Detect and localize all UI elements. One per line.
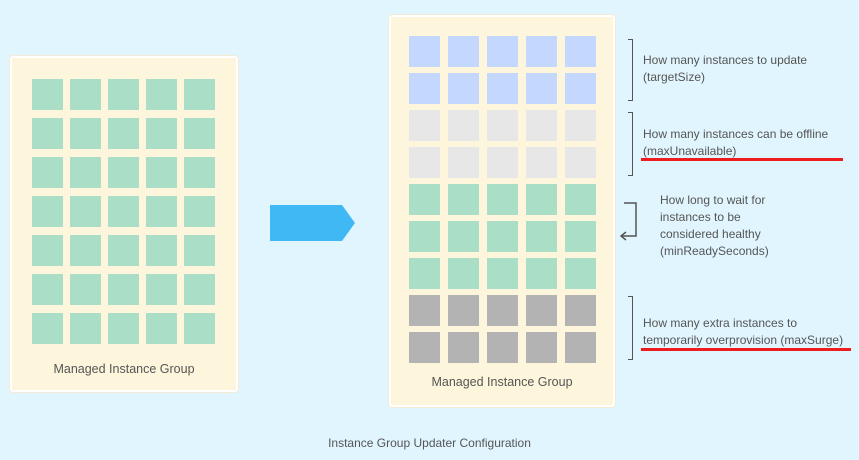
after-instance-healthy — [526, 184, 557, 215]
before-instance-healthy — [184, 274, 215, 305]
before-instance-healthy — [108, 274, 139, 305]
after-instance-surge — [526, 332, 557, 363]
before-instance-healthy — [108, 79, 139, 110]
before-instance-healthy — [146, 313, 177, 344]
before-instance-healthy — [70, 196, 101, 227]
after-instance-offline — [526, 147, 557, 178]
after-instance-surge — [448, 332, 479, 363]
max-unavailable-annotation: How many instances can be offline (maxUn… — [643, 127, 829, 158]
return-arrow-icon — [619, 202, 637, 241]
after-instance-healthy — [565, 258, 596, 289]
after-instance-healthy — [448, 258, 479, 289]
after-instance-surge — [565, 332, 596, 363]
max-surge-bracket — [628, 296, 633, 360]
before-instance-healthy — [70, 79, 101, 110]
before-instance-healthy — [108, 235, 139, 266]
after-instance-healthy — [487, 221, 518, 252]
max-unavailable-bracket — [628, 112, 633, 176]
before-instance-healthy — [108, 313, 139, 344]
after-instance-updating — [565, 36, 596, 67]
before-instance-healthy — [184, 79, 215, 110]
max-surge-annotation: How many extra instances to temporarily … — [643, 316, 844, 347]
panel-label-after: Managed Instance Group — [431, 375, 573, 389]
after-instance-offline — [565, 110, 596, 141]
after-instance-offline — [448, 110, 479, 141]
after-instance-updating — [487, 73, 518, 104]
min-ready-seconds-annotation: How long to wait for instances to be con… — [660, 193, 769, 258]
diagram-caption: Instance Group Updater Configuration — [328, 436, 531, 450]
after-instance-surge — [487, 295, 518, 326]
max-surge-highlight — [641, 348, 851, 351]
before-instance-healthy — [184, 118, 215, 149]
after-instance-surge — [487, 332, 518, 363]
after-instance-surge — [409, 295, 440, 326]
after-instance-updating — [448, 36, 479, 67]
before-instance-healthy — [32, 196, 63, 227]
after-instance-healthy — [526, 221, 557, 252]
after-instance-healthy — [448, 184, 479, 215]
before-instance-healthy — [70, 274, 101, 305]
after-instance-healthy — [409, 221, 440, 252]
after-instance-updating — [409, 36, 440, 67]
after-instance-updating — [526, 36, 557, 67]
after-instance-offline — [487, 147, 518, 178]
before-instance-healthy — [146, 118, 177, 149]
before-instance-healthy — [146, 274, 177, 305]
before-instance-healthy — [146, 235, 177, 266]
after-instance-updating — [448, 73, 479, 104]
transition-arrow-icon — [270, 205, 355, 241]
after-instance-updating — [526, 73, 557, 104]
after-instance-surge — [565, 295, 596, 326]
before-instance-healthy — [70, 118, 101, 149]
before-instance-healthy — [32, 79, 63, 110]
before-instance-healthy — [70, 313, 101, 344]
managed-instance-group-after: Managed Instance Group — [389, 15, 615, 407]
before-instance-healthy — [184, 235, 215, 266]
managed-instance-group-before: Managed Instance Group — [10, 56, 238, 392]
before-instance-healthy — [146, 196, 177, 227]
after-instance-healthy — [565, 184, 596, 215]
before-instance-healthy — [70, 157, 101, 188]
before-instance-healthy — [70, 235, 101, 266]
after-instance-healthy — [487, 258, 518, 289]
before-instance-healthy — [184, 157, 215, 188]
before-instance-healthy — [108, 157, 139, 188]
before-instance-healthy — [32, 313, 63, 344]
after-instance-offline — [565, 147, 596, 178]
after-instance-healthy — [565, 221, 596, 252]
before-instance-healthy — [32, 274, 63, 305]
max-unavailable-highlight — [641, 158, 843, 161]
before-instance-healthy — [146, 79, 177, 110]
target-size-bracket — [628, 39, 633, 101]
before-instance-healthy — [184, 313, 215, 344]
after-instance-offline — [409, 110, 440, 141]
after-instance-healthy — [487, 184, 518, 215]
after-instance-surge — [526, 295, 557, 326]
after-instance-offline — [409, 147, 440, 178]
panel-label-before: Managed Instance Group — [53, 362, 195, 376]
after-instance-offline — [487, 110, 518, 141]
target-size-annotation: How many instances to update (targetSize… — [643, 53, 808, 84]
before-instance-healthy — [184, 196, 215, 227]
before-instance-healthy — [32, 235, 63, 266]
before-instance-healthy — [146, 157, 177, 188]
after-instance-surge — [448, 295, 479, 326]
before-instance-healthy — [108, 196, 139, 227]
after-instance-healthy — [409, 184, 440, 215]
after-instance-offline — [526, 110, 557, 141]
before-instance-healthy — [32, 118, 63, 149]
after-instance-healthy — [409, 258, 440, 289]
after-instance-updating — [487, 36, 518, 67]
after-instance-updating — [565, 73, 596, 104]
before-instance-healthy — [32, 157, 63, 188]
after-instance-offline — [448, 147, 479, 178]
after-instance-updating — [409, 73, 440, 104]
after-instance-healthy — [526, 258, 557, 289]
after-instance-healthy — [448, 221, 479, 252]
after-instance-surge — [409, 332, 440, 363]
before-instance-healthy — [108, 118, 139, 149]
